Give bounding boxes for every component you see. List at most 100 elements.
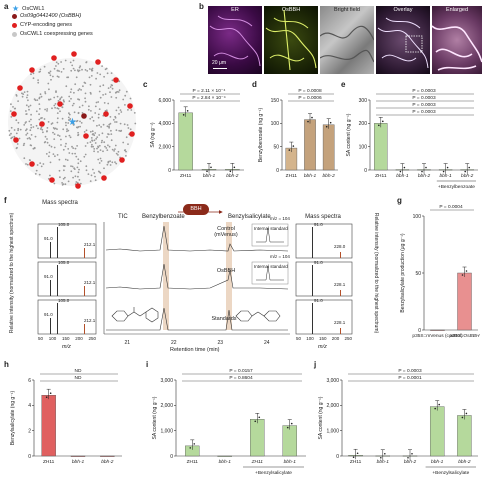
coexpressed-gene-dot xyxy=(30,144,33,147)
ms-peak xyxy=(50,280,51,296)
data-point xyxy=(468,166,470,169)
data-point xyxy=(465,270,468,272)
coexpressed-gene-dot xyxy=(60,138,62,141)
rt-axis-label: Retention time (min) xyxy=(170,347,220,353)
ms-peak xyxy=(50,242,51,258)
coexpressed-gene-dot xyxy=(78,179,81,181)
coexpressed-gene-dot xyxy=(101,132,104,135)
coexpressed-gene-dot xyxy=(47,82,50,85)
group-label: +Benzylbenzoate xyxy=(438,184,475,190)
coexpressed-gene-dot xyxy=(21,92,23,95)
benzylbenzoate-structure xyxy=(111,307,159,323)
coexpressed-gene-dot xyxy=(79,125,81,128)
x-tick-label: ZH11 xyxy=(180,173,192,179)
y-tick-label: 2,000 xyxy=(326,403,339,409)
data-point xyxy=(352,456,355,459)
coexpressed-gene-dot xyxy=(107,102,110,105)
coexpressed-gene-dot xyxy=(57,100,60,102)
x-tick-label: bbh-2 xyxy=(461,173,474,179)
coexpressed-gene-dot xyxy=(70,88,73,91)
coexpressed-gene-dot xyxy=(45,153,48,155)
coexpressed-gene-dot xyxy=(92,119,95,122)
peak-label: 91.0 xyxy=(314,298,323,303)
data-point xyxy=(311,116,313,119)
x-tick-label: bbh-2 xyxy=(418,173,431,179)
coexpressed-gene-dot xyxy=(81,104,84,107)
ms-tick: 150 xyxy=(318,336,327,341)
y-tick-label: 0 xyxy=(170,454,173,460)
peak-label: 228.1 xyxy=(334,282,346,287)
ms-right-ticks: 50 100 150 200 250 xyxy=(296,336,352,341)
coexpressed-gene-dot xyxy=(26,137,29,140)
cyp-gene-dot xyxy=(119,157,125,163)
coexpressed-gene-dot xyxy=(66,128,68,130)
coexpressed-gene-dot xyxy=(70,97,72,100)
coexpressed-gene-dot xyxy=(64,158,67,161)
coexpressed-gene-dot xyxy=(22,93,25,95)
coexpressed-gene-dot xyxy=(92,145,94,148)
x-tick-label: bbh-1 xyxy=(203,173,216,179)
coexpressed-gene-dot xyxy=(52,153,55,155)
coexpressed-gene-dot xyxy=(114,144,117,147)
x-tick-label: bbh-1 xyxy=(72,459,85,465)
ms-right-row-1 xyxy=(295,223,353,259)
cyp-gene-dot xyxy=(101,175,107,181)
coexpressed-gene-dot xyxy=(33,98,36,100)
coexpressed-gene-dot xyxy=(84,69,87,71)
coexpressed-gene-dot xyxy=(64,59,67,62)
coexpressed-gene-dot xyxy=(69,91,72,93)
coexpressed-gene-dot xyxy=(22,144,25,147)
bar xyxy=(304,119,316,171)
coexpressed-gene-dot xyxy=(85,169,88,172)
coexpressed-gene-dot xyxy=(85,165,88,168)
coexpressed-gene-dot xyxy=(104,145,106,148)
coexpressed-gene-dot xyxy=(61,106,64,109)
coexpressed-gene-dot xyxy=(58,135,61,137)
coexpressed-gene-dot xyxy=(134,122,137,125)
x-tick-label: ZH11 xyxy=(350,459,362,465)
coexpressed-gene-dot xyxy=(97,116,100,119)
data-point xyxy=(254,420,257,423)
coexpressed-gene-dot xyxy=(12,106,14,108)
coexpressed-gene-dot xyxy=(114,116,117,119)
data-point xyxy=(290,422,293,425)
coexpressed-gene-dot xyxy=(100,160,103,162)
mass-spectra-left-title: Mass spectra xyxy=(42,200,78,206)
coexpressed-gene-dot xyxy=(55,90,57,92)
x-tick-label: ZH11 xyxy=(375,173,387,179)
data-point xyxy=(258,416,261,419)
coexpressed-gene-dot xyxy=(92,133,94,135)
coexpressed-gene-dot xyxy=(40,95,43,98)
coexpressed-gene-dot xyxy=(95,101,98,104)
coexpressed-gene-dot xyxy=(74,175,77,178)
coexpressed-gene-dot xyxy=(68,95,71,98)
coexpressed-gene-dot xyxy=(10,116,13,118)
coexpressed-gene-dot xyxy=(78,106,81,108)
ms-peak xyxy=(312,265,313,296)
coexpressed-gene-dot xyxy=(26,96,28,99)
coexpressed-gene-dot xyxy=(115,162,118,165)
coexpressed-gene-dot xyxy=(98,162,101,164)
p-value-annotation: P = 0.0008 xyxy=(298,88,322,94)
panel-label-c: c xyxy=(143,80,148,89)
coexpressed-gene-dot xyxy=(96,124,98,127)
p-value-annotation: P = 0.0001 xyxy=(398,375,422,381)
coexpressed-gene-dot xyxy=(30,126,33,129)
coexpressed-gene-dot xyxy=(70,69,73,72)
coexpressed-gene-dot xyxy=(68,152,71,154)
coexpressed-gene-dot xyxy=(62,99,65,102)
coexpressed-gene-dot xyxy=(84,145,87,147)
coexpressed-gene-dot xyxy=(35,110,38,113)
coexpressed-gene-dot xyxy=(32,147,35,150)
coexpressed-gene-dot xyxy=(105,147,108,149)
coexpressed-gene-dot xyxy=(53,127,56,130)
coexpressed-gene-dot xyxy=(105,109,108,112)
ms-peak xyxy=(340,252,341,258)
coexpressed-gene-dot xyxy=(43,65,46,68)
osbbh-gene-dot xyxy=(81,113,87,119)
coexpressed-gene-dot xyxy=(83,155,86,158)
mz-label: m/z = 104 xyxy=(270,254,290,259)
y-tick-label: 1,000 xyxy=(326,428,339,434)
coexpressed-gene-dot xyxy=(50,123,53,125)
